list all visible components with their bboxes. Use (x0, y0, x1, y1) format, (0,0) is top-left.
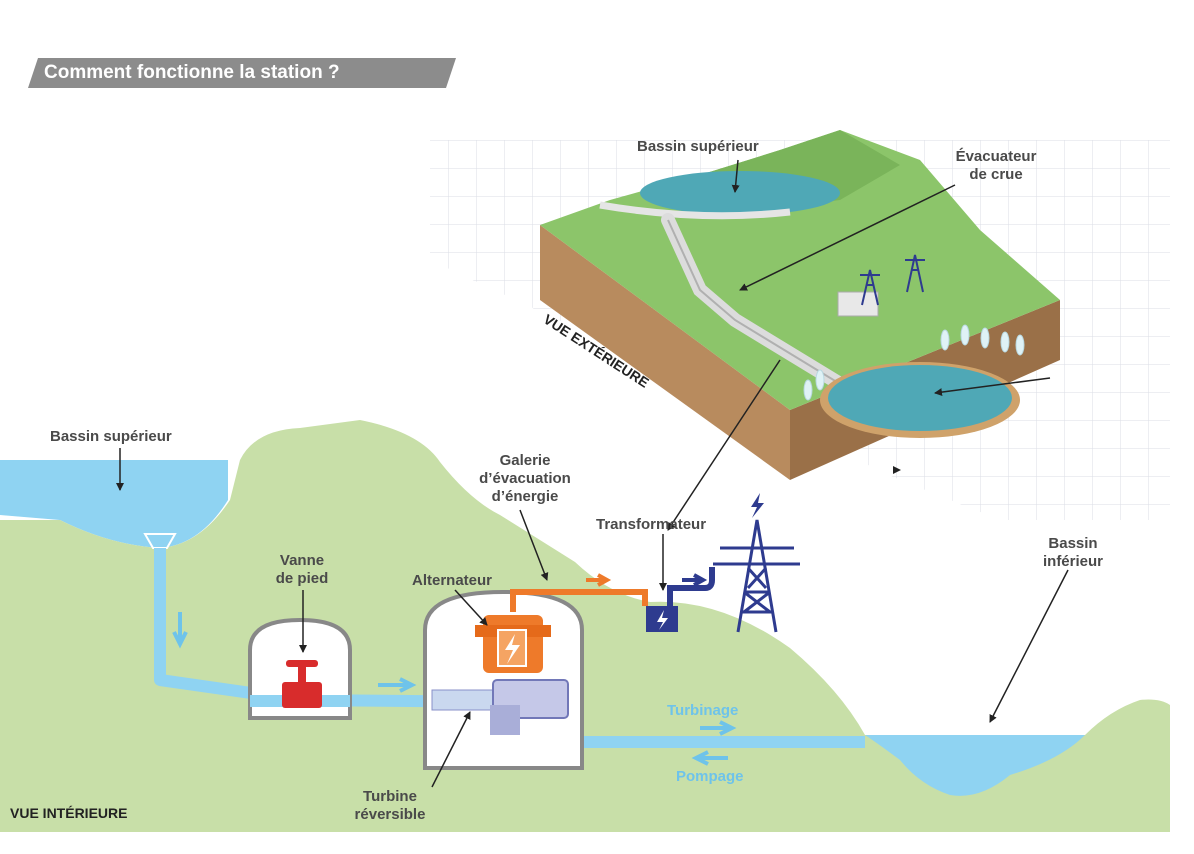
page-title: Comment fonctionne la station ? (44, 62, 340, 83)
label-upper-basin-exterior: Bassin supérieur (637, 138, 759, 155)
pylon-icon (713, 519, 800, 633)
block-side-left (540, 225, 790, 480)
lightning-icon (751, 493, 764, 518)
label-interior-view: VUE INTÉRIEURE (10, 805, 128, 821)
turbining-arrow-icon (700, 720, 737, 736)
label-upper-basin-interior: Bassin supérieur (50, 428, 172, 445)
turbine-shaft (431, 689, 498, 711)
lower-basin-water (865, 735, 1085, 796)
transmission-cable (667, 567, 715, 606)
flow-arrow-icon (586, 573, 612, 587)
valve-icon (282, 660, 322, 708)
upper-reservoir (640, 171, 840, 215)
label-reversible-turbine: Turbine réversible (354, 788, 426, 823)
energy-gallery-cable (510, 589, 648, 612)
station-building (837, 291, 879, 317)
label-lower-basin: Bassin inférieur (1042, 535, 1103, 570)
exterior-view (430, 130, 1170, 520)
flow-arrow-icon (378, 677, 417, 693)
label-spillway: Évacuateur de crue (955, 148, 1037, 183)
label-energy-gallery: Galerie d’évacuation d’énergie (479, 452, 571, 505)
upper-basin-water (0, 460, 228, 548)
label-transformer: Transformateur (596, 516, 707, 533)
label-turbining: Turbinage (667, 702, 739, 719)
label-pumping: Pompage (676, 768, 744, 785)
tree-icon (803, 324, 1025, 401)
ground (0, 420, 1170, 832)
pylon-icon (860, 254, 925, 306)
pumping-arrow-icon (691, 750, 728, 766)
alternator-icon (475, 615, 551, 673)
title-banner (28, 58, 456, 88)
flow-arrow-icon (682, 573, 708, 587)
label-valve: Vanne de pied (275, 552, 329, 587)
label-alternator: Alternateur (412, 572, 493, 589)
callout-lines (116, 159, 1069, 788)
lower-reservoir-water (828, 365, 1012, 431)
interior-view (0, 420, 1170, 832)
intake-grille-icon (143, 533, 177, 549)
flow-arrow-icon (172, 612, 188, 649)
transformer-icon (646, 606, 678, 632)
upper-dam (599, 201, 791, 220)
